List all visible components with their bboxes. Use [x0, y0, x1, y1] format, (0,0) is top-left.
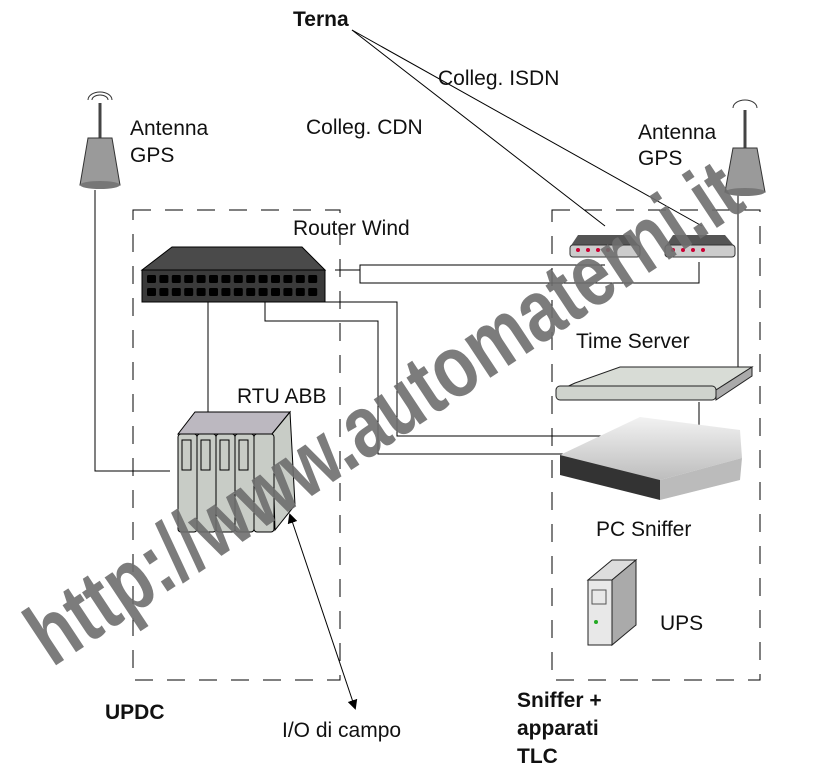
router-wind-label: Router Wind	[293, 217, 410, 240]
router-port	[196, 275, 206, 283]
sniffer-label-line1: Sniffer +	[517, 689, 602, 712]
rtu-abb-icon	[176, 410, 296, 533]
router-port	[171, 275, 181, 283]
antenna-right-gps-label: GPS	[638, 147, 682, 170]
ups-label: UPS	[660, 612, 703, 635]
router-port	[184, 288, 194, 296]
connection-lines	[94, 29, 739, 710]
router-port	[246, 275, 256, 283]
sniffer-label-line2: apparati	[517, 717, 599, 740]
colleg-cdn-label: Colleg. CDN	[306, 116, 423, 139]
antenna-right-label: Antenna	[638, 121, 717, 144]
router-port	[233, 288, 243, 296]
sniffer-label-line3: TLC	[517, 745, 558, 768]
router-port	[295, 288, 305, 296]
modem-cdn-icon	[569, 235, 641, 258]
router-wind-icon	[140, 246, 327, 303]
sniffer-boundary	[551, 209, 761, 681]
antenna-gps-right-icon	[724, 99, 766, 196]
router-port	[147, 288, 156, 296]
colleg-isdn-label: Colleg. ISDN	[438, 67, 559, 90]
antenna-gps-left-icon	[79, 91, 121, 189]
router-port	[159, 288, 169, 296]
router-port	[221, 288, 231, 296]
pc-sniffer-label: PC Sniffer	[596, 518, 691, 541]
updc-boundary	[132, 209, 341, 681]
ups-icon	[586, 558, 638, 647]
router-port	[295, 275, 305, 283]
router-port	[246, 288, 256, 296]
router-port	[283, 275, 293, 283]
router-port	[258, 288, 268, 296]
time-server-label: Time Server	[576, 330, 690, 353]
router-port	[233, 275, 243, 283]
router-port	[147, 275, 156, 283]
router-port	[271, 275, 280, 283]
router-port	[184, 275, 194, 283]
router-port	[171, 288, 181, 296]
router-port	[308, 275, 318, 283]
rtu-abb-label: RTU ABB	[237, 385, 326, 408]
time-server-icon	[555, 366, 754, 401]
antenna-left-label: Antenna	[130, 117, 209, 140]
io-di-campo-label: I/O di campo	[282, 719, 401, 742]
router-port	[159, 275, 169, 283]
router-port	[271, 288, 280, 296]
router-port	[209, 288, 218, 296]
router-port	[221, 275, 231, 283]
router-port	[258, 275, 268, 283]
router-port	[308, 288, 318, 296]
terna-label: Terna	[293, 8, 349, 31]
router-port	[209, 275, 218, 283]
updc-label: UPDC	[105, 701, 165, 724]
antenna-left-gps-label: GPS	[130, 144, 174, 167]
pc-sniffer-icon	[560, 417, 742, 500]
router-port	[283, 288, 293, 296]
router-port	[196, 288, 206, 296]
modem-isdn-icon	[664, 235, 736, 258]
